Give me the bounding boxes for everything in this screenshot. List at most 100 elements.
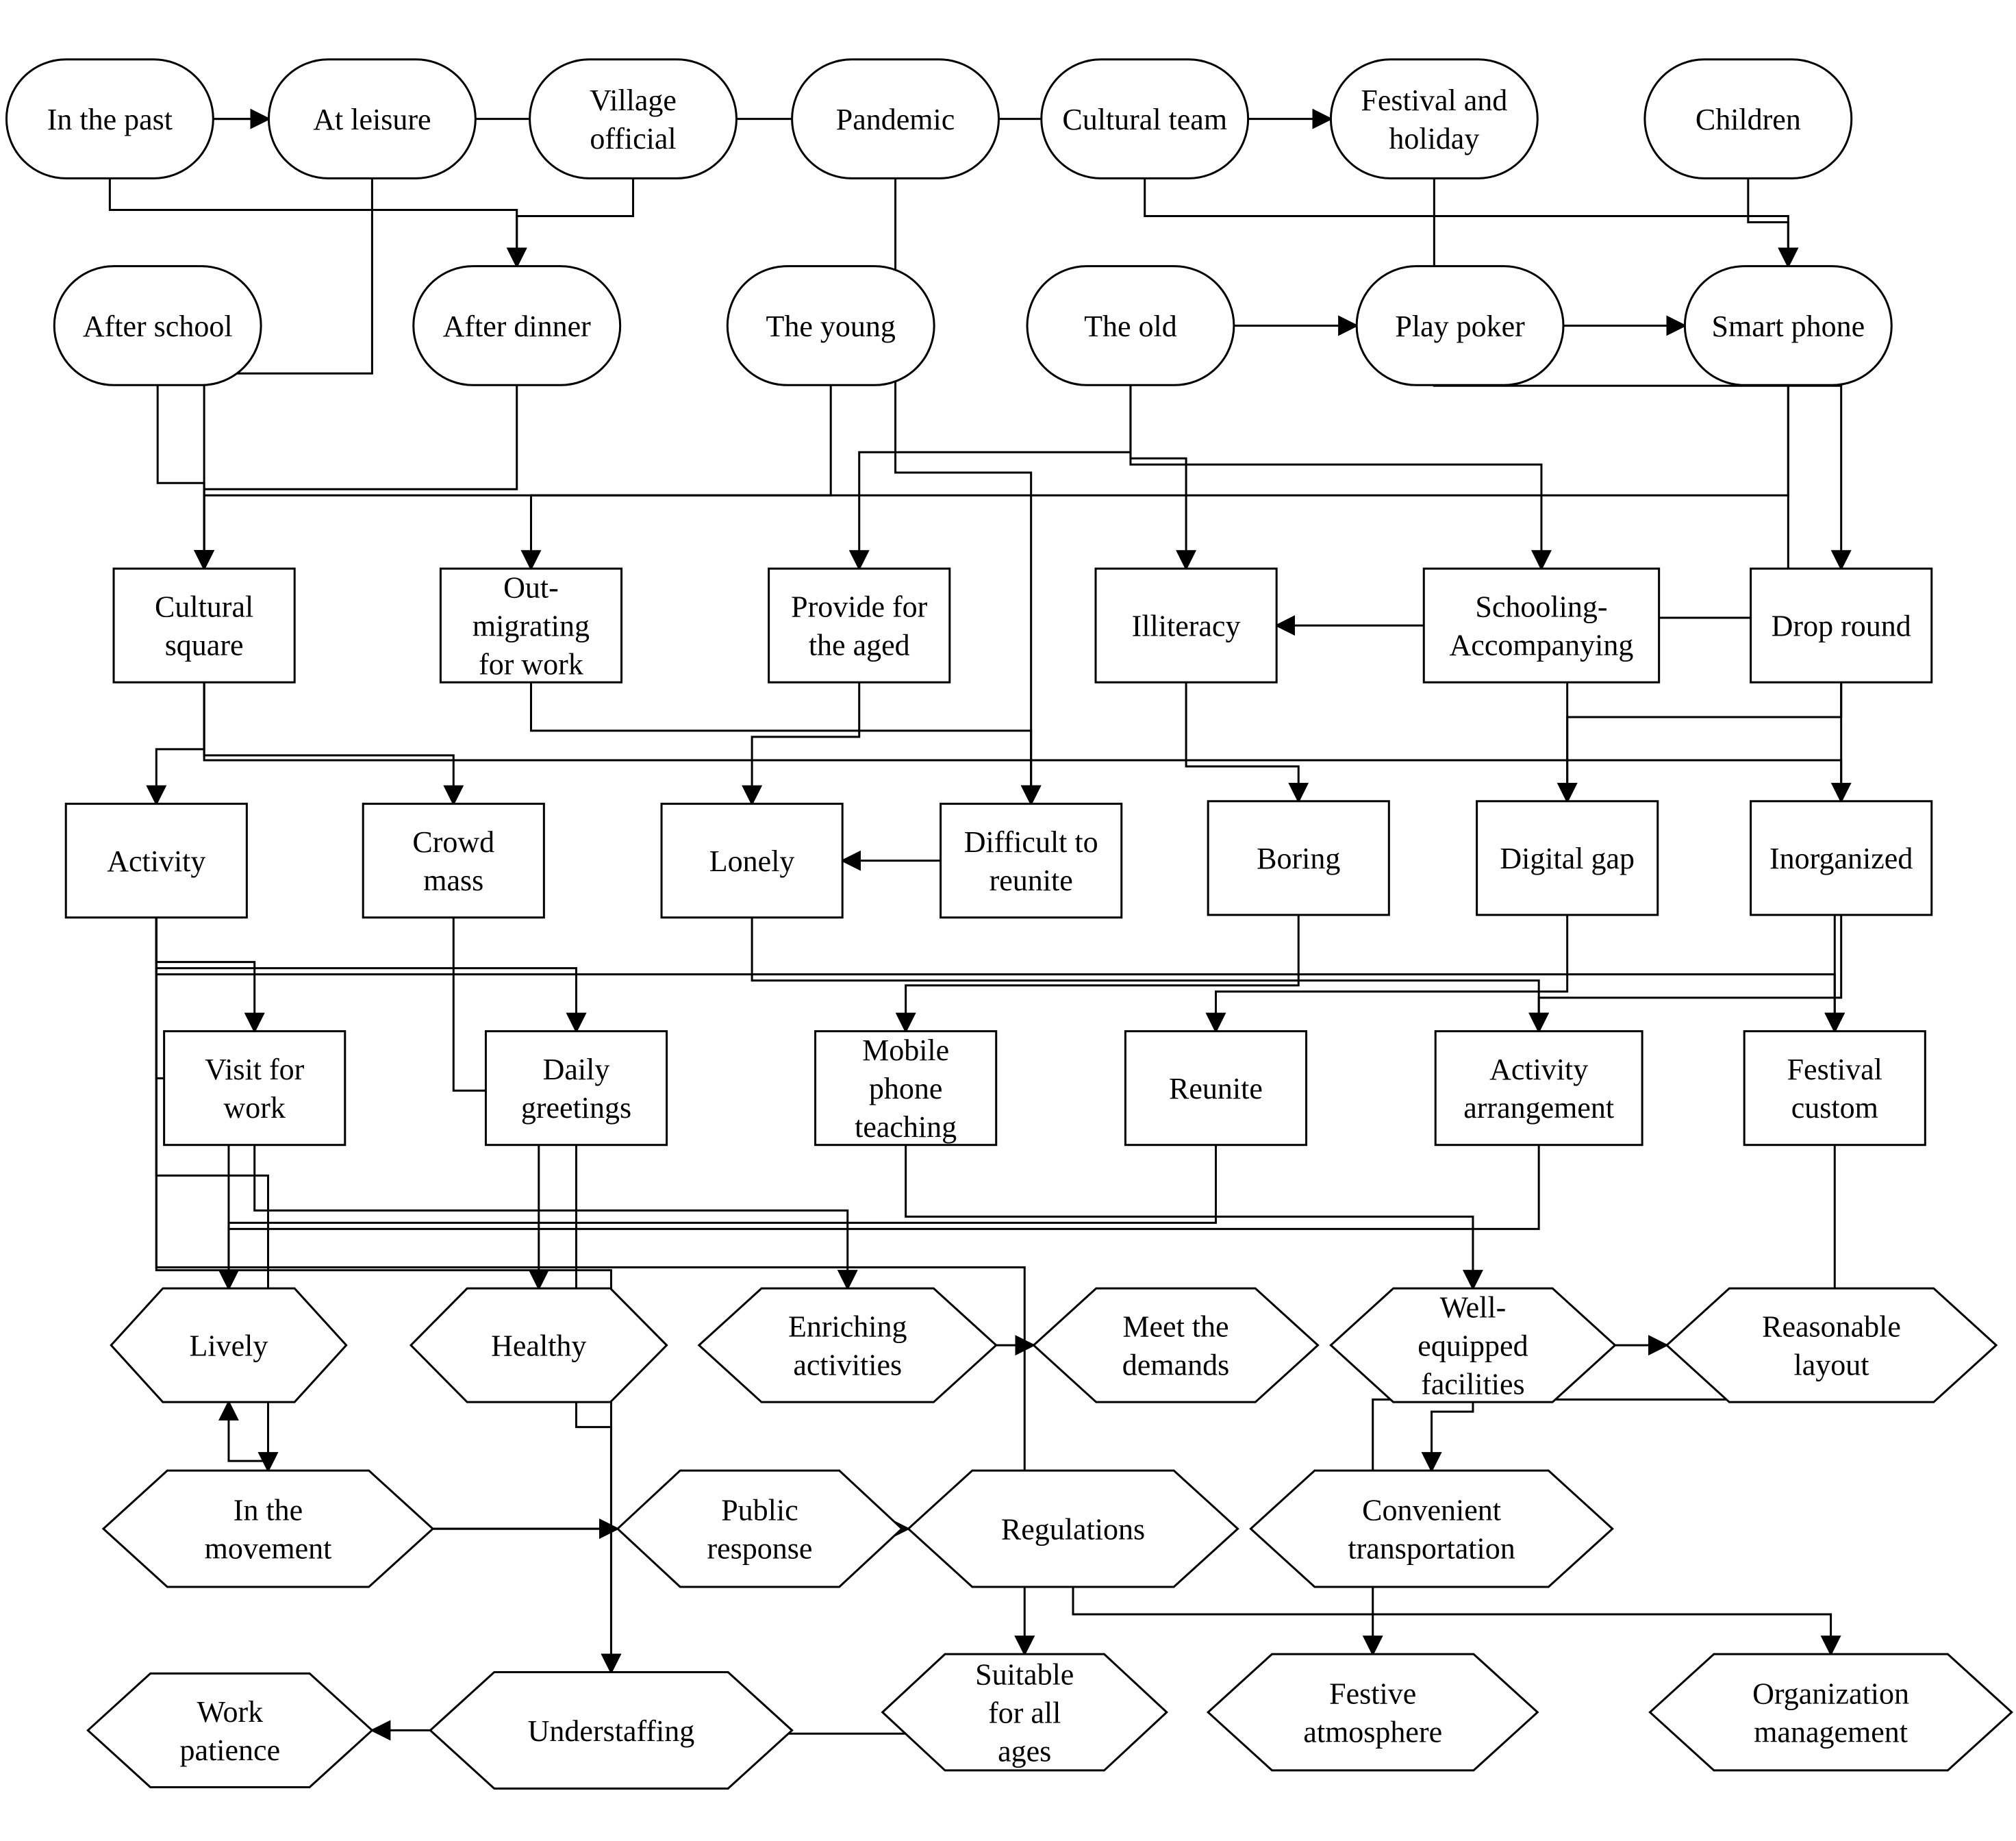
node-shape <box>907 1469 1239 1588</box>
node-shape <box>881 1653 1168 1772</box>
node-label: After dinner <box>443 310 592 343</box>
node-shape <box>409 1287 668 1403</box>
edge-out-migrating-to-difficult-reunite <box>529 682 1042 806</box>
node-shape <box>814 1030 998 1147</box>
node-smart-phone: Smart phone <box>1683 265 1893 386</box>
node-cultural-team: Cultural team <box>1040 58 1250 179</box>
node-at-leisure: At leisure <box>267 58 477 179</box>
edge-cultural-square-to-inorganized <box>203 682 1852 803</box>
edge-in-past-to-after-dinner <box>108 178 527 268</box>
node-shape <box>1040 58 1250 179</box>
node-label: Lively <box>190 1329 268 1363</box>
node-shape <box>791 58 1000 179</box>
node-shape <box>1094 567 1278 684</box>
node-label: Drop round <box>1772 610 1911 643</box>
edge-the-old-to-illiteracy <box>1129 385 1197 571</box>
node-lively: Lively <box>110 1287 348 1403</box>
node-label: Children <box>1696 103 1801 136</box>
edge-cultural-square-to-activity <box>146 682 205 806</box>
node-shape <box>429 1671 794 1790</box>
node-label: Regulations <box>1001 1512 1145 1546</box>
node-label: Activity <box>107 844 205 878</box>
edge-the-young-to-out-migrating <box>520 385 832 571</box>
node-label: Pandemic <box>836 103 955 136</box>
edge-the-old-to-provide-aged <box>848 385 1132 571</box>
node-label: Lonely <box>709 844 795 878</box>
node-label: At leisure <box>313 103 431 136</box>
edge-after-dinner-to-cultural-square <box>194 385 518 571</box>
node-regulations: Regulations <box>907 1469 1239 1588</box>
node-shape <box>1750 800 1933 916</box>
node-shape <box>86 1672 374 1788</box>
node-shape <box>112 567 296 684</box>
node-shape <box>1750 567 1933 684</box>
node-pandemic: Pandemic <box>791 58 1000 179</box>
node-shape <box>362 803 545 919</box>
node-shape <box>660 803 844 919</box>
node-shape <box>1476 800 1659 916</box>
node-shape <box>110 1287 348 1403</box>
node-shape <box>726 265 935 386</box>
node-children: Children <box>1643 58 1853 179</box>
node-label: Healthy <box>491 1329 586 1363</box>
node-shape <box>1434 1030 1643 1147</box>
node-understaffing: Understaffing <box>429 1671 794 1790</box>
edge-village-official-to-after-dinner <box>506 178 635 268</box>
node-shape <box>1206 1653 1539 1772</box>
edge-drop-round-to-digital-gap <box>1557 682 1843 803</box>
node-shape <box>697 1287 998 1403</box>
edge-pandemic-to-difficult-reunite <box>894 178 1042 806</box>
edge-children-to-smart-phone <box>1747 178 1799 268</box>
node-shape <box>1207 800 1390 916</box>
node-shape <box>1648 1653 2013 1772</box>
edge-smart-phone-to-digital-gap <box>1557 385 1789 803</box>
node-shape <box>529 58 738 179</box>
node-label: The young <box>766 310 896 343</box>
node-shape <box>484 1030 668 1147</box>
node-shape <box>1355 265 1565 386</box>
node-label: The old <box>1084 310 1177 343</box>
edge-inorganized-to-activity-arrangement <box>1528 914 1843 1034</box>
edge-at-leisure-to-cultural-square <box>194 178 373 571</box>
node-digital-gap: Digital gap <box>1476 800 1659 916</box>
node-shape <box>64 803 248 919</box>
node-reunite: Reunite <box>1124 1030 1308 1147</box>
node-after-school: After school <box>53 265 262 386</box>
node-shape <box>1249 1469 1614 1588</box>
edge-activity-arrangement-to-lively <box>218 1144 1540 1291</box>
node-shape <box>412 265 622 386</box>
node-shape <box>1743 1030 1926 1147</box>
node-label: In the past <box>47 103 173 136</box>
node-shape <box>1329 1287 1617 1403</box>
